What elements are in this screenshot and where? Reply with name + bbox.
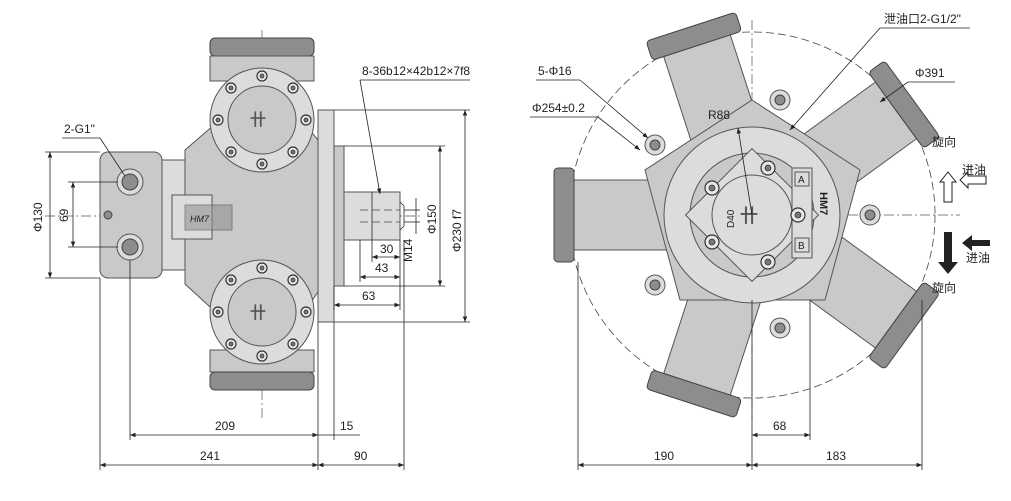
left-view: HM7 卄 卄 [31,30,470,470]
leader-dia391: Φ391 [879,66,955,103]
svg-text:卄: 卄 [740,206,758,226]
port-block [99,151,193,279]
label-dia230: Φ230 f7 [450,209,464,252]
label-drain: 泄油口2-G1/2" [884,12,961,26]
flange-and-shaft [317,109,405,323]
label-15: 15 [340,419,354,433]
label-port-b: B [798,241,805,252]
label-63: 63 [362,289,376,303]
label-90: 90 [354,449,368,463]
label-port-g1: 2-G1" [64,122,95,136]
dim-241-90: 241 90 [99,240,405,470]
label-rotation-1: 旋向 [932,134,956,149]
label-pcd: Φ254±0.2 [532,101,585,115]
leader-drain: 泄油口2-G1/2" [789,12,970,131]
label-dia130: Φ130 [31,202,45,232]
svg-text:HM7: HM7 [190,214,210,224]
label-dia150: Φ150 [425,204,439,234]
label-69: 69 [57,208,71,222]
svg-text:卄: 卄 [250,304,266,322]
label-rotation-2: 旋向 [932,280,956,295]
dim-69: 69 [57,181,118,248]
label-oil-in-2: 进油 [966,251,990,265]
svg-text:卄: 卄 [250,111,266,129]
label-brand-mark: HM7 [817,192,829,215]
label-m14: M14 [401,238,415,262]
leader-spline: 8-36b12×42b12×7f8 [359,64,470,195]
rotation-indicators: 旋向 进油 进油 旋向 [932,134,990,295]
leader-pcd: Φ254±0.2 [530,101,641,151]
mounting-holes [644,89,881,339]
label-d40: D40 [726,209,737,228]
dim-shaft-lengths: 30 43 63 [333,240,401,310]
dim-68: 68 [751,300,811,440]
inner-bolts [704,160,806,270]
dim-209-15: 209 15 [129,260,360,470]
right-view: 卄 A B HM7 泄油口2-G1/2" [530,12,990,470]
label-190: 190 [654,449,674,463]
label-dia391: Φ391 [915,66,945,80]
dim-dia130: Φ130 [31,151,100,279]
label-port-a: A [798,175,805,186]
upper-cylinder-bolts [212,70,312,170]
label-183: 183 [826,449,846,463]
leader-holes: 5-Φ16 [536,64,649,139]
label-209: 209 [215,419,235,433]
lower-cylinder: 卄 [209,259,315,391]
leader-port: 2-G1" [62,122,126,177]
label-30: 30 [380,242,394,256]
label-68: 68 [773,419,787,433]
label-r88: R88 [708,108,730,122]
label-oil-in-1: 进油 [962,163,986,177]
label-holes: 5-Φ16 [538,64,572,78]
dim-m14: M14 [401,198,420,262]
leader-r88: R88 [708,108,753,216]
dim-dia150: Φ150 [344,145,445,287]
label-241: 241 [200,449,220,463]
dim-190-183: 190 183 [577,262,923,470]
lower-cylinder-bolts [212,262,312,362]
label-43: 43 [375,261,389,275]
central-body: 卄 A B HM7 [644,99,861,304]
dim-dia230: Φ230 f7 [334,109,470,323]
label-spline: 8-36b12×42b12×7f8 [362,64,470,78]
